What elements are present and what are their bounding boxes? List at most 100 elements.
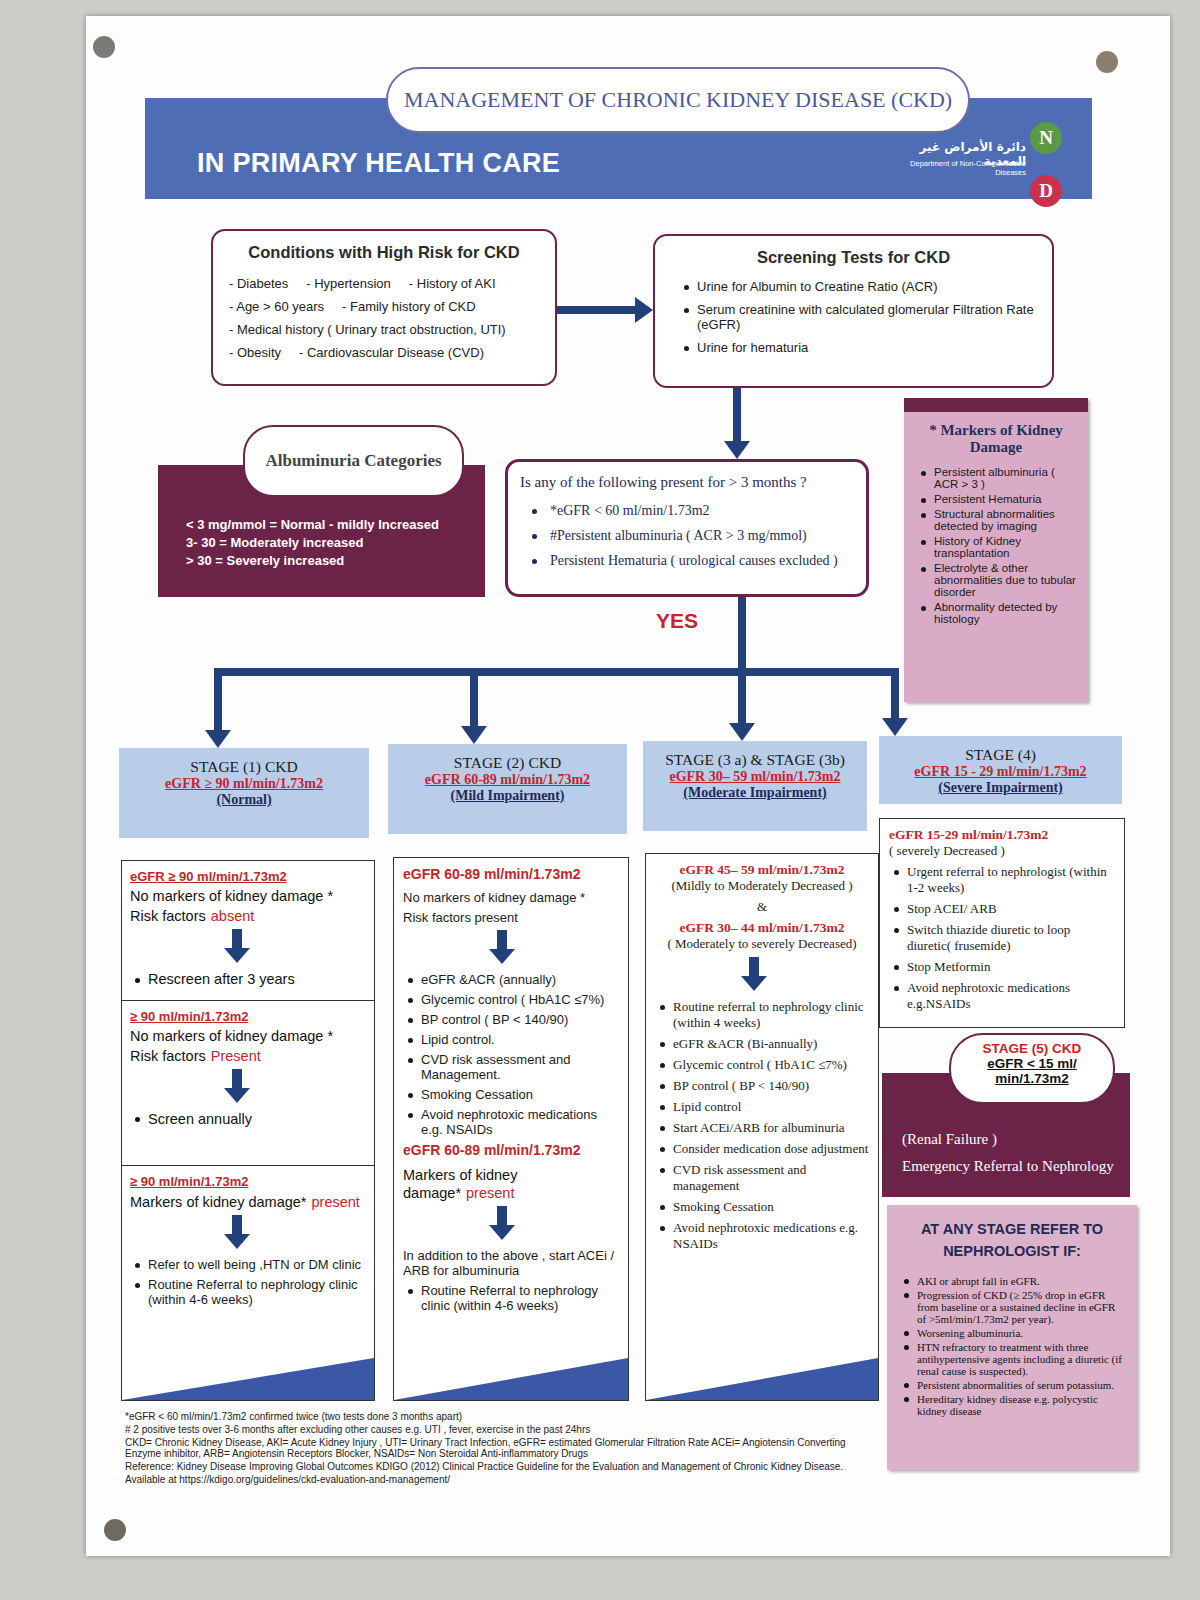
bullet-item: Switch thiazide diuretic to loop diureti…: [889, 922, 1115, 954]
text-line: (Mildly to Moderately Decreased ): [655, 878, 869, 894]
bullet-item: BP control ( BP < 140/90): [655, 1078, 869, 1094]
bullet-item: Worsening albuminuria.: [899, 1327, 1125, 1339]
bullet-item: Persistent abnormalities of serum potass…: [899, 1379, 1125, 1391]
bullet-item: CVD risk assessment and management: [655, 1162, 869, 1194]
connector-line: [733, 388, 741, 441]
bullet-item: Rescreen after 3 years: [130, 971, 366, 987]
text-line: Risk factors: [130, 908, 206, 924]
connector: [557, 297, 653, 323]
arrow-shape: [224, 1069, 250, 1103]
text-line: - Obesity: [229, 345, 281, 360]
text-line: - Medical history ( Urinary tract obstru…: [229, 322, 506, 337]
text-line: 3- 30 = Moderately increased: [186, 535, 469, 550]
heading: Conditions with High Risk for CKD: [223, 243, 545, 262]
footnote: CKD= Chronic Kidney Disease, AKI= Acute …: [125, 1437, 870, 1459]
footnote: Available at https://kdigo.org/guideline…: [125, 1474, 870, 1485]
bullet-item: *eGFR < 60 ml/min/1.73m2: [520, 503, 854, 519]
connector: [742, 597, 908, 736]
screening-box: Screening Tests for CKDUrine for Albumin…: [653, 234, 1054, 388]
text-line: eGFR 30– 44 ml/min/1.73m2: [655, 920, 869, 936]
bullet-item: AKI or abrupt fall in eGFR.: [899, 1275, 1125, 1287]
text-line: STAGE (5) CKD: [957, 1041, 1107, 1056]
text-line: - Age > 60 years: [229, 299, 324, 314]
bullet-item: Persistent albuminuria ( ACR > 3 ): [916, 466, 1076, 490]
risk-box: Conditions with High Risk for CKD- Diabe…: [211, 229, 557, 386]
arrow-holder: [224, 929, 250, 963]
arrow-holder: [741, 957, 767, 991]
bullet-item: eGFR &ACR (Bi-annually): [655, 1036, 869, 1052]
bullet-item: Progression of CKD (≥ 25% drop in eGFR f…: [899, 1289, 1125, 1325]
heading: Screening Tests for CKD: [665, 248, 1042, 267]
down-arrow: [489, 930, 515, 964]
text-line: present: [312, 1194, 360, 1210]
footnote: # 2 positive tests over 3-6 months after…: [125, 1424, 870, 1435]
arrow-shape: [224, 929, 250, 963]
bullet-item: Lipid control.: [403, 1032, 619, 1047]
bullet-item: Electrolyte & other abnormalities due to…: [916, 562, 1076, 598]
text-line: (Severe Impairment): [885, 780, 1116, 796]
corner-triangle: [394, 1358, 628, 1400]
bullet-item: Smoking Cessation: [655, 1199, 869, 1215]
down-arrow: [741, 957, 767, 991]
bullet-item: Avoid nephrotoxic medications e.g.NSAIDs: [889, 980, 1115, 1012]
title-pill: MANAGEMENT OF CHRONIC KIDNEY DISEASE (CK…: [386, 67, 970, 133]
text-line: eGFR 60-89 ml/min/1.73m2: [403, 1142, 619, 1158]
footnote: *eGFR < 60 ml/min/1.73m2 confirmed twice…: [125, 1411, 870, 1422]
stage-2-box: eGFR 60-89 ml/min/1.73m2 No markers of ki…: [393, 857, 629, 1401]
stage-header: STAGE (1) CKDeGFR ≥ 90 ml/min/1.73m2(Nor…: [119, 748, 369, 838]
markers-box: * Markers of Kidney DamagePersistent alb…: [904, 398, 1088, 702]
heading: STAGE (4): [885, 746, 1116, 764]
bullet-item: Abnormality detected by histology: [916, 601, 1076, 625]
bullet-item: BP control ( BP < 140/90): [403, 1012, 619, 1027]
heading: STAGE (2) CKD: [394, 754, 621, 772]
bullet-item: Screen annually: [130, 1111, 366, 1127]
arrow-head: [724, 441, 750, 459]
text-line: eGFR ≥ 90 ml/min/1.73m2: [130, 869, 366, 884]
text-line: present: [466, 1185, 514, 1201]
text-line: No markers of kidney damage *: [403, 890, 619, 905]
text-line: In addition to the above , start ACEi / …: [403, 1248, 619, 1278]
bullet-item: Stop ACEI/ ARB: [889, 901, 1115, 917]
down-arrow: [489, 1206, 515, 1240]
text-line: Risk factors present: [403, 910, 619, 925]
text-line: (Normal): [125, 792, 363, 808]
text-line: No markers of kidney damage *: [130, 1028, 366, 1044]
text-line: eGFR 30– 59 ml/min/1.73m2: [649, 769, 861, 785]
heading: STAGE (3 a) & STAGE (3b): [649, 751, 861, 769]
stage-4-box: eGFR 15-29 ml/min/1.73m2( severely Decre…: [879, 818, 1125, 1028]
arrow-shape: [224, 1215, 250, 1249]
heading: Is any of the following present for > 3 …: [520, 474, 854, 491]
bullet-item: Serum creatinine with calculated glomeru…: [679, 302, 1042, 332]
bullet-item: Avoid nephrotoxic medications e.g. NSAID…: [403, 1107, 619, 1137]
bullet-item: Smoking Cessation: [403, 1087, 619, 1102]
stage-1-case: ≥ 90 ml/min/1.73m2Markers of kidney dama…: [121, 1165, 375, 1401]
bullet-item: Stop Metformin: [889, 959, 1115, 975]
bullet-item: Urgent referral to nephrologist (within …: [889, 864, 1115, 896]
stage-1-case: eGFR ≥ 90 ml/min/1.73m2No markers of kid…: [121, 860, 375, 1001]
pin: [1096, 51, 1118, 73]
text-line: Markers of kidney damage*: [130, 1194, 307, 1210]
logo-letter: D: [1030, 175, 1062, 207]
text-line: absent: [211, 908, 255, 924]
arrow-head: [635, 297, 653, 323]
bullet-item: Start ACEi/ARB for albuminuria: [655, 1120, 869, 1136]
bullet-item: CVD risk assessment and Management.: [403, 1052, 619, 1082]
text-line: eGFR 60-89 ml/min/1.73m2: [394, 772, 621, 788]
bullet-item: Routine referral to nephrology clinic (w…: [655, 999, 869, 1031]
stage-5-band: (Renal Failure )Emergency Referral to Ne…: [882, 1073, 1130, 1197]
arrow-holder: [489, 930, 515, 964]
bullet-item: Structural abnormalities detected by ima…: [916, 508, 1076, 532]
bullet-item: Hereditary kidney disease e.g. polycysti…: [899, 1393, 1125, 1417]
arrow-holder: [224, 1215, 250, 1249]
text-line: - Cardiovascular Disease (CVD): [299, 345, 484, 360]
text-line: (Renal Failure ): [902, 1131, 1116, 1148]
connector: [461, 597, 742, 744]
text-line: > 30 = Severely increased: [186, 553, 469, 568]
bullet-item: HTN refractory to treatment with three a…: [899, 1341, 1125, 1377]
text-line: (Moderate Impairment): [649, 785, 861, 801]
bullet-item: Consider medication dose adjustment: [655, 1141, 869, 1157]
text-line: - Hypertension: [306, 276, 391, 291]
corner-triangle: [646, 1358, 878, 1400]
arrow-holder: [489, 1206, 515, 1240]
text-line: ≥ 90 ml/min/1.73m2: [130, 1009, 366, 1024]
